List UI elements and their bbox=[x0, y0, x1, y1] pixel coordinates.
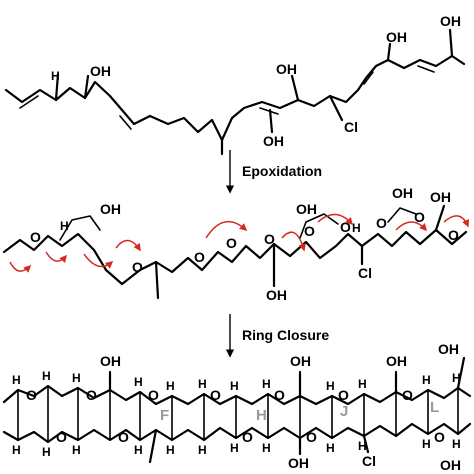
bot-oh-4: OH bbox=[386, 353, 407, 369]
bot-oh-5: OH bbox=[438, 341, 459, 357]
step-label-ring-closure: Ring Closure bbox=[242, 327, 329, 343]
mid-o-9: O bbox=[414, 209, 425, 225]
ring-letter-l: L bbox=[430, 399, 439, 416]
mid-o-1: O bbox=[30, 229, 41, 245]
bot-h-15: H bbox=[262, 377, 271, 391]
top-cl: Cl bbox=[344, 119, 358, 135]
top-oh-4: OH bbox=[386, 29, 407, 45]
mid-o-2: O bbox=[132, 259, 143, 275]
mid-oh-3: OH bbox=[296, 201, 317, 217]
bot-oh-1: OH bbox=[100, 353, 121, 369]
bot-h-3: H bbox=[42, 369, 51, 383]
bot-h-23: H bbox=[452, 371, 461, 385]
bot-h-24: H bbox=[452, 437, 461, 451]
ring-letter-h: H bbox=[256, 407, 267, 424]
bot-o-3: O bbox=[86, 387, 97, 403]
bot-o-1: O bbox=[26, 387, 37, 403]
ring-letter-f: F bbox=[160, 407, 169, 424]
mid-cl: Cl bbox=[358, 265, 372, 281]
mid-oh-1: OH bbox=[100, 201, 121, 217]
bot-h-22: H bbox=[422, 437, 431, 451]
bot-o-10: O bbox=[338, 387, 349, 403]
bot-h-6: H bbox=[72, 443, 81, 457]
bot-h-4: H bbox=[42, 445, 51, 459]
bot-o-11: O bbox=[402, 387, 413, 403]
bot-h-7: H bbox=[134, 375, 143, 389]
bot-h-16: H bbox=[262, 441, 271, 455]
step-label-epoxidation: Epoxidation bbox=[242, 163, 322, 179]
bot-h-19: H bbox=[358, 377, 367, 391]
mid-oh-2: OH bbox=[266, 287, 287, 303]
bot-o-4: O bbox=[118, 429, 129, 445]
mid-o-4: O bbox=[226, 235, 237, 251]
mid-oh-4: OH bbox=[392, 185, 413, 201]
bot-h-10: H bbox=[166, 443, 175, 457]
mid-o-5: O bbox=[264, 231, 275, 247]
bot-h-11: H bbox=[198, 377, 207, 391]
bot-h-13: H bbox=[230, 379, 239, 393]
bot-o-9: O bbox=[306, 429, 317, 445]
bot-cl: Cl bbox=[362, 453, 376, 469]
ring-letter-j: J bbox=[340, 403, 348, 420]
bot-h-14: H bbox=[230, 441, 239, 455]
bot-h-1: H bbox=[12, 373, 21, 387]
mid-h-1: H bbox=[60, 219, 69, 233]
curly-arrows bbox=[9, 213, 469, 273]
bot-h-5: H bbox=[72, 371, 81, 385]
bot-o-5: O bbox=[148, 387, 159, 403]
mid-o-3: O bbox=[194, 249, 205, 265]
bot-o-12: O bbox=[434, 429, 445, 445]
bot-o-6: O bbox=[210, 387, 221, 403]
mid-o-10: O bbox=[448, 227, 459, 243]
top-h-1: H bbox=[51, 69, 60, 83]
bot-o-2: O bbox=[56, 429, 67, 445]
bot-h-21: H bbox=[422, 373, 431, 387]
mid-oh-5: OH bbox=[430, 189, 451, 205]
polyene-precursor bbox=[4, 28, 466, 156]
bot-o-8: O bbox=[274, 387, 285, 403]
mid-o-7: O bbox=[340, 219, 351, 235]
bot-h-17: H bbox=[326, 379, 335, 393]
bot-h-9: H bbox=[166, 379, 175, 393]
bot-oh-6: OH bbox=[440, 457, 461, 473]
bot-h-20: H bbox=[358, 439, 367, 453]
top-oh-5: OH bbox=[440, 13, 461, 29]
ladder-polyether bbox=[2, 356, 472, 464]
bot-h-8: H bbox=[134, 443, 143, 457]
bot-oh-2: OH bbox=[288, 455, 309, 471]
top-oh-2: OH bbox=[263, 133, 284, 149]
bot-oh-3: OH bbox=[290, 353, 311, 369]
bot-o-7: O bbox=[242, 429, 253, 445]
bot-h-12: H bbox=[198, 443, 207, 457]
bot-h-18: H bbox=[326, 441, 335, 455]
polyepoxide bbox=[2, 204, 468, 300]
top-oh-3: OH bbox=[276, 61, 297, 77]
top-oh-1: OH bbox=[90, 63, 111, 79]
mid-o-8: O bbox=[376, 215, 387, 231]
mid-o-6: O bbox=[304, 223, 315, 239]
bot-h-2: H bbox=[12, 443, 21, 457]
mid-h-2: H bbox=[352, 221, 361, 235]
